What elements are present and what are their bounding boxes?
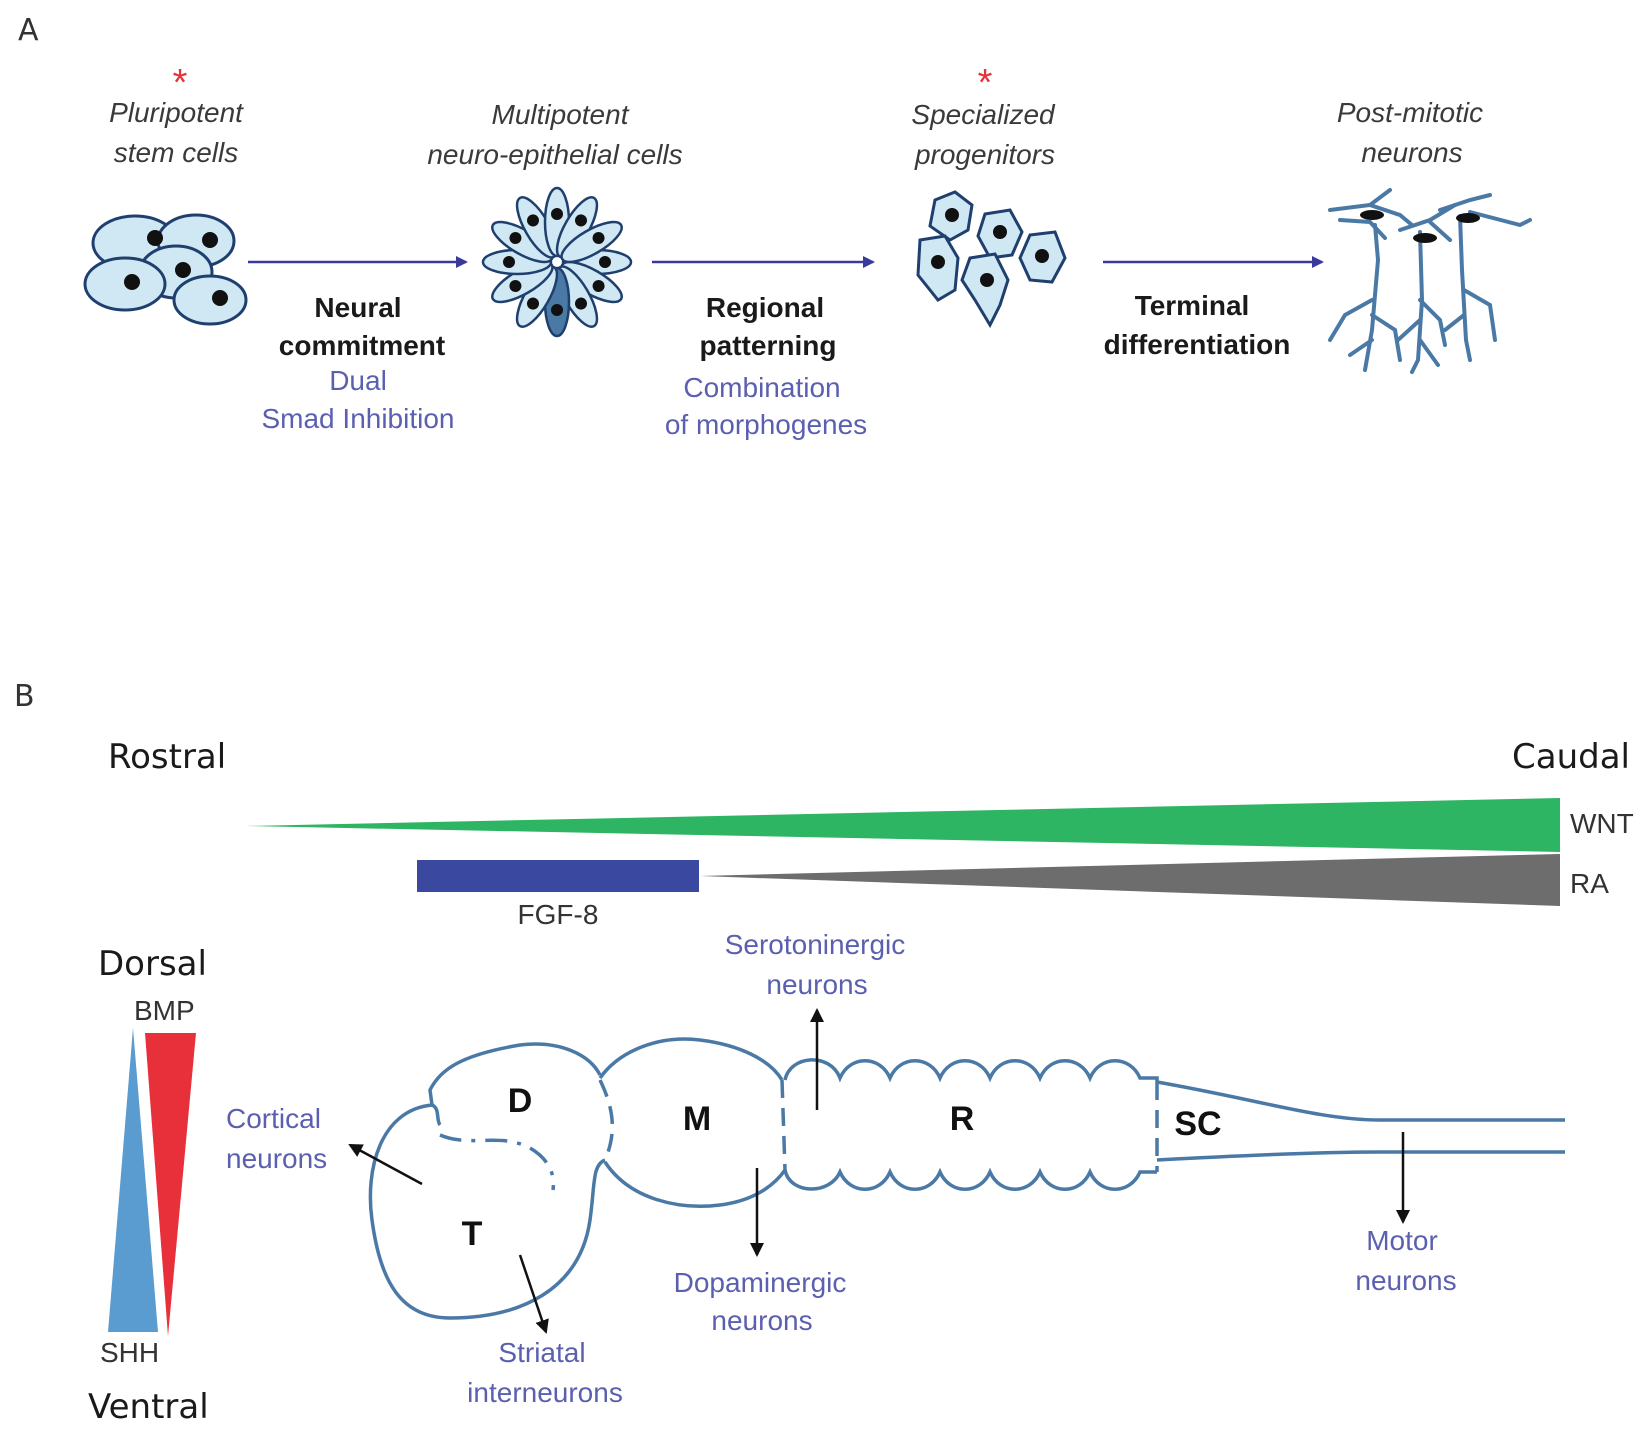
arrow-striatal bbox=[518, 1254, 549, 1334]
step-2-method-line1: Combination bbox=[683, 372, 840, 403]
serotoninergic-line1: Serotoninergic bbox=[725, 929, 906, 960]
neural-tube-outline bbox=[368, 1037, 1565, 1320]
bmp-gradient bbox=[145, 1033, 196, 1336]
step-1-method-line2: Smad Inhibition bbox=[261, 403, 454, 434]
panel-b-letter: B bbox=[14, 679, 35, 714]
cortical-neurons-line2: neurons bbox=[226, 1143, 327, 1174]
stage-4-label-line2: neurons bbox=[1361, 137, 1462, 168]
caudal-label: Caudal bbox=[1512, 737, 1630, 777]
rosette-nucleus bbox=[527, 214, 539, 227]
rosette-nucleus bbox=[551, 304, 563, 316]
pluripotent-stem-cells-icon bbox=[83, 213, 248, 326]
step-2-method-line2: of morphogenes bbox=[665, 409, 867, 440]
step-1-label-line2: commitment bbox=[279, 330, 445, 361]
arrow-cortical bbox=[348, 1143, 423, 1186]
cortical-neurons-line1: Cortical bbox=[226, 1103, 321, 1134]
motor-line1: Motor bbox=[1366, 1225, 1438, 1256]
rosette-nucleus bbox=[592, 280, 605, 292]
rosette-nucleus bbox=[575, 297, 587, 310]
stage-2-label-line1: Multipotent bbox=[492, 99, 630, 130]
region-t-label: T bbox=[462, 1215, 483, 1253]
rosette-nucleus bbox=[575, 214, 587, 227]
neuro-epithelial-rosette-icon bbox=[481, 186, 633, 338]
striatal-line2: interneurons bbox=[467, 1377, 623, 1408]
rosette-cell bbox=[560, 220, 623, 264]
step-3-label-line2: differentiation bbox=[1104, 329, 1291, 360]
fgf8-label: FGF-8 bbox=[518, 899, 599, 930]
rosette-nucleus bbox=[509, 232, 522, 244]
rostral-label: Rostral bbox=[108, 737, 226, 777]
stage-3-label-line2: progenitors bbox=[914, 139, 1055, 170]
wnt-gradient bbox=[246, 798, 1560, 852]
serotoninergic-line2: neurons bbox=[766, 969, 867, 1000]
stage-1-label-line2: stem cells bbox=[114, 137, 238, 168]
dopaminergic-line1: Dopaminergic bbox=[674, 1267, 847, 1298]
shh-gradient bbox=[108, 1028, 158, 1332]
region-sc-label: SC bbox=[1174, 1105, 1221, 1143]
shh-label: SHH bbox=[100, 1337, 159, 1368]
fgf8-bar bbox=[417, 860, 699, 892]
bmp-label: BMP bbox=[134, 995, 195, 1026]
rosette-nucleus bbox=[599, 256, 611, 268]
ra-gradient bbox=[700, 854, 1560, 906]
ra-label: RA bbox=[1570, 868, 1609, 899]
region-m-label: M bbox=[683, 1100, 711, 1138]
rosette-nucleus bbox=[551, 208, 563, 220]
motor-line2: neurons bbox=[1355, 1265, 1456, 1296]
stage-2-label-line2: neuro-epithelial cells bbox=[427, 139, 682, 170]
dorsal-label: Dorsal bbox=[98, 944, 207, 984]
step-1-method-line1: Dual bbox=[329, 365, 387, 396]
rosette-nucleus bbox=[503, 256, 515, 268]
rosette-nucleus bbox=[527, 297, 539, 310]
stage-3-star: * bbox=[978, 62, 993, 104]
stage-3-label-line1: Specialized bbox=[911, 99, 1056, 130]
wnt-label: WNT bbox=[1570, 808, 1634, 839]
step-2-label-line1: Regional bbox=[706, 292, 824, 323]
specialized-progenitors-icon bbox=[916, 190, 1067, 329]
dopaminergic-line2: neurons bbox=[711, 1305, 812, 1336]
rosette-nucleus bbox=[509, 280, 522, 292]
region-d-label: D bbox=[508, 1082, 533, 1120]
panel-a-letter: A bbox=[18, 13, 39, 48]
striatal-line1: Striatal bbox=[498, 1337, 585, 1368]
stage-4-label-line1: Post-mitotic bbox=[1337, 97, 1483, 128]
ventral-label: Ventral bbox=[88, 1387, 209, 1427]
region-r-label: R bbox=[950, 1100, 975, 1138]
rosette-nucleus bbox=[592, 232, 605, 244]
stage-1-label-line1: Pluripotent bbox=[109, 97, 244, 128]
post-mitotic-neurons-icon bbox=[1328, 188, 1532, 374]
stage-1-star: * bbox=[173, 62, 188, 104]
step-1-label-line1: Neural bbox=[314, 292, 401, 323]
step-3-label-line1: Terminal bbox=[1135, 290, 1250, 321]
step-2-label-line2: patterning bbox=[700, 330, 837, 361]
